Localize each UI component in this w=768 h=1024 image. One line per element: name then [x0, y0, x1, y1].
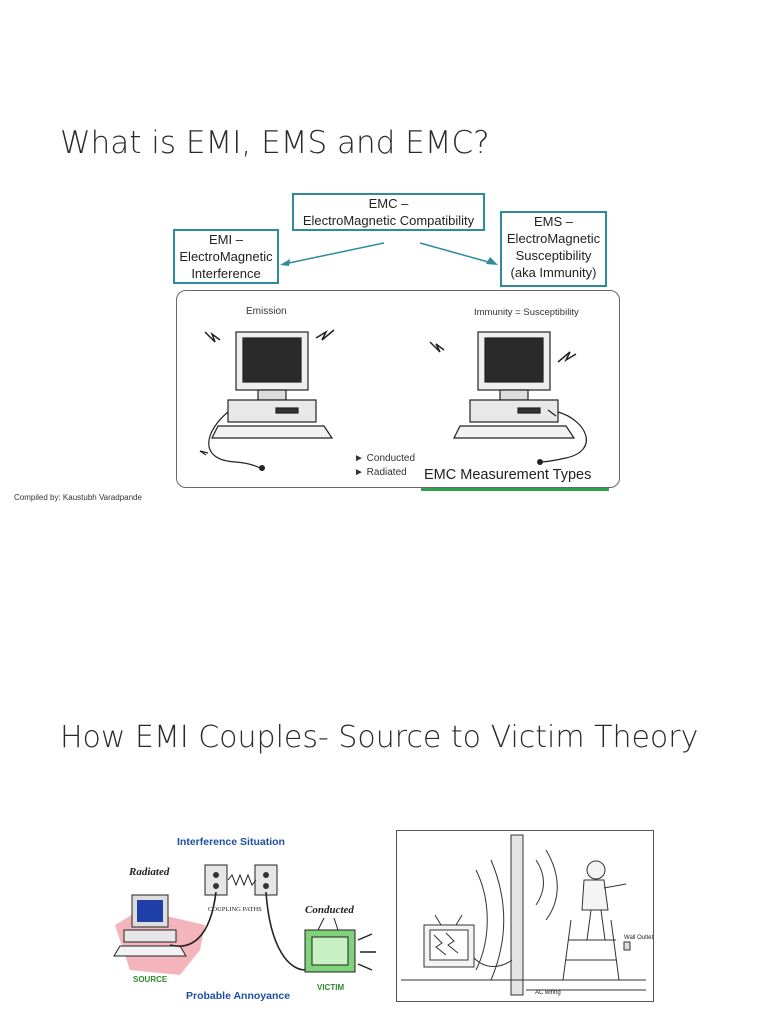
- emi-line2: ElectroMagnetic: [179, 249, 273, 264]
- legend-conducted: ► Conducted: [354, 453, 416, 464]
- page-title: What is EMI, EMS and EMC?: [60, 125, 490, 161]
- emc-line2: ElectroMagnetic Compatibility: [302, 213, 475, 228]
- wall-outlet-label: Wall Outlet: [624, 935, 654, 941]
- ems-box: EMS – ElectroMagnetic Susceptibility (ak…: [500, 211, 607, 287]
- emc-line1: EMC –: [368, 196, 409, 211]
- emission-label: Emission: [246, 306, 287, 317]
- computer-illustration: [199, 329, 587, 471]
- ems-line1: EMS –: [533, 214, 573, 229]
- slide2-title: How EMI Couples- Source to Victim Theory: [60, 720, 699, 755]
- emi-box: EMI – ElectroMagnetic Interference: [173, 229, 279, 284]
- emi-line3: Interference: [191, 266, 261, 281]
- probable-annoyance-label: Probable Annoyance: [186, 990, 291, 1002]
- emi-line1: EMI –: [209, 232, 243, 247]
- measurement-types-label: EMC Measurement Types: [424, 467, 592, 483]
- legend-radiated: ► Radiated: [354, 467, 407, 478]
- measurement-underline: [421, 488, 609, 491]
- interference-illustration: [113, 864, 376, 975]
- emc-box: EMC – ElectroMagnetic Compatibility: [292, 193, 485, 231]
- ems-line4: (aka Immunity): [510, 265, 597, 280]
- connector-arrows: [280, 242, 498, 266]
- ac-wiring-label: AC wiring: [535, 990, 561, 996]
- immunity-label: Immunity = Susceptibility: [474, 307, 579, 318]
- wall-outlet-illustration: [401, 834, 646, 996]
- wall-outlet-figure: [396, 830, 654, 1002]
- emc-figure-frame: [176, 290, 620, 488]
- conducted-label: Conducted: [305, 904, 354, 916]
- credit-text: Compiled by: Kaustubh Varadpande: [14, 493, 142, 502]
- ems-line3: Susceptibility: [515, 248, 592, 263]
- radiated-label: Radiated: [129, 866, 170, 878]
- victim-label: VICTIM: [317, 983, 345, 992]
- interference-situation-title: Interference Situation: [177, 836, 285, 848]
- coupling-paths-label: COUPLING PATHS: [208, 906, 262, 913]
- ems-line2: ElectroMagnetic: [506, 231, 601, 246]
- source-label: SOURCE: [133, 975, 168, 984]
